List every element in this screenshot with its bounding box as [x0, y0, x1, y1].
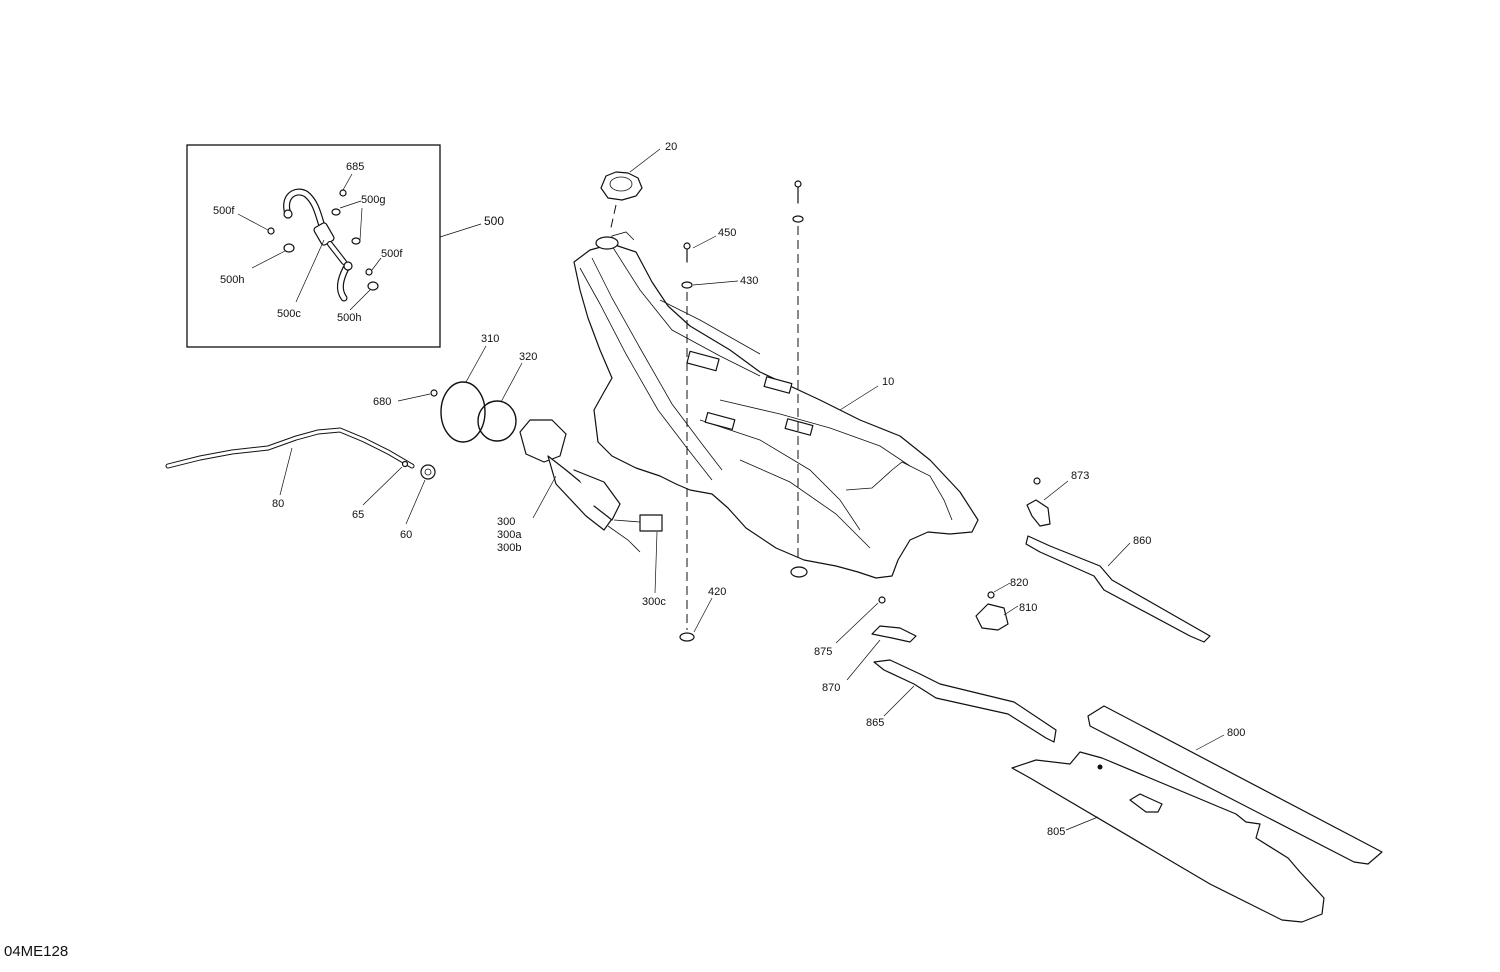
fasteners-450-430: [679, 180, 804, 642]
callout-500: 500: [484, 214, 504, 228]
callout-865: 865: [866, 717, 884, 729]
pump-seal-rings: [397, 345, 523, 443]
callout-80: 80: [272, 498, 284, 510]
callout-685: 685: [346, 161, 364, 173]
mounting-brackets: [835, 477, 1211, 743]
callout-450: 450: [718, 227, 736, 239]
callout-420: 420: [708, 586, 726, 598]
callout-300b: 300b: [497, 542, 521, 554]
callout-320: 320: [519, 351, 537, 363]
fuel-pump: [519, 419, 663, 594]
callout-430: 430: [740, 275, 758, 287]
callout-10: 10: [882, 376, 894, 388]
vent-hose: [165, 427, 436, 525]
callout-60: 60: [400, 529, 412, 541]
callout-820: 820: [1010, 577, 1028, 589]
callout-870: 870: [822, 682, 840, 694]
callout-500f: 500f: [213, 205, 235, 217]
callout-20: 20: [665, 141, 677, 153]
callout-873: 873: [1071, 470, 1089, 482]
callout-500f-b: 500f: [381, 248, 403, 260]
drawing-id: 04ME128: [4, 943, 68, 960]
callout-300: 300: [497, 516, 515, 528]
fuel-tank: [573, 231, 979, 579]
callout-500g: 500g: [361, 194, 385, 206]
callout-875: 875: [814, 646, 832, 658]
callout-800: 800: [1227, 727, 1245, 739]
callout-860: 860: [1133, 535, 1151, 547]
callout-500h-b: 500h: [337, 312, 361, 324]
fuel-cap: [600, 148, 661, 233]
callout-500h: 500h: [220, 274, 244, 286]
callout-65: 65: [352, 509, 364, 521]
callout-680: 680: [373, 396, 391, 408]
callout-310: 310: [481, 333, 499, 345]
callout-labels: 685 500f 500g 500 500f 500h 500c 500h 20…: [213, 141, 1245, 838]
heat-shield-panels: [1011, 705, 1383, 923]
callout-300c: 300c: [642, 596, 666, 608]
detail-box-500: [186, 144, 482, 348]
callout-805: 805: [1047, 826, 1065, 838]
callout-500c: 500c: [277, 308, 301, 320]
callout-810: 810: [1019, 602, 1037, 614]
callout-300a: 300a: [497, 529, 522, 541]
